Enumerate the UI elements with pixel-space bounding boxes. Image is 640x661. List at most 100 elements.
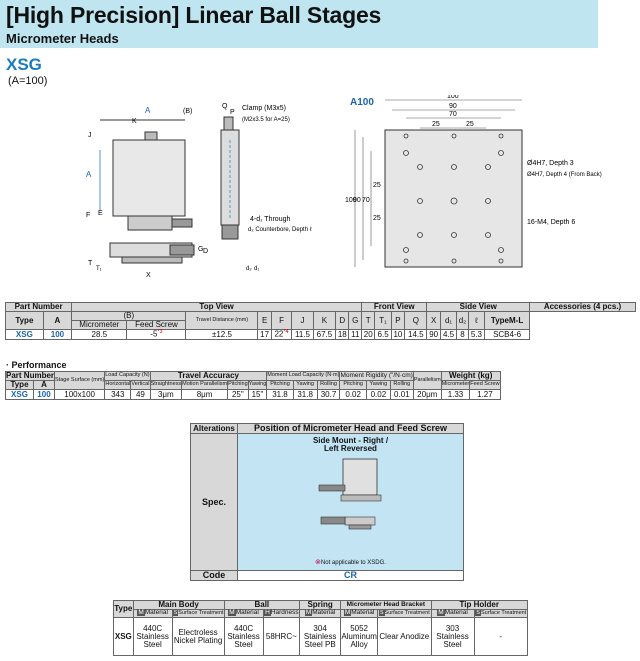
col-x: X (426, 311, 441, 330)
cell-type: XSG (5, 329, 44, 340)
mat-cell-type: XSG (113, 617, 134, 656)
col-k: K (312, 311, 337, 330)
perf-cell-pitching: 25" (227, 389, 249, 400)
col-q: Q (404, 311, 428, 330)
col-e: E (257, 311, 272, 330)
dim-label-T: T (88, 260, 93, 267)
alt-spec-label: Spec. (190, 433, 238, 571)
col-t: T (361, 311, 376, 330)
perf-cell-ml-rolling: 30.7 (316, 389, 341, 400)
material-table: Type Main Body Ball Spring Micrometer He… (113, 600, 529, 656)
note-f: *4 (283, 329, 289, 336)
perf-group-weight: Weight (kg) (440, 371, 501, 381)
col-t1: T₁ (374, 311, 392, 330)
a100-dimension-lines (354, 99, 522, 267)
cell-micrometer: 28.5 (71, 329, 128, 340)
mat-sub-body-material: MMaterial (132, 609, 173, 618)
perf-col-feed-screw: Feed Screw (469, 380, 501, 390)
dim-label-J: J (88, 132, 92, 139)
mat-group-tip-holder: Tip Holder (430, 600, 529, 610)
dim-25-top-left: 25 (432, 121, 440, 128)
dim-label-D: D (203, 248, 208, 255)
perf-group-travel-accuracy: Travel Accuracy (149, 371, 268, 381)
cell-travel: ±12.5 (185, 329, 259, 340)
perf-cell-yawing: 15" (247, 389, 268, 400)
top-view-drawing (99, 119, 193, 231)
alt-option-1: Side Mount - Right / (312, 436, 389, 445)
cell-a: 100 (42, 329, 73, 340)
cell-p: 10 (390, 329, 406, 340)
mat-sub-bracket-material: MMaterial (340, 609, 379, 618)
cell-f: 22*4 (270, 329, 293, 340)
cell-d1: 4.5 (439, 329, 458, 340)
perf-cell-horizontal: 343 (104, 389, 132, 400)
dim-label-X: X (146, 272, 151, 279)
perf-group-load-capacity: Load Capacity (N) (104, 371, 151, 381)
spec-table: Part Number Top View Front View Side Vie… (4, 302, 636, 340)
mat-cell-bracket-material: 5052 Aluminum Alloy (340, 617, 379, 656)
dim-25-top-right: 25 (466, 121, 474, 128)
cell-feed-screw: -5*3 (126, 329, 187, 340)
col-feed-screw: Feed Screw (126, 320, 187, 330)
cell-e: 17 (257, 329, 272, 340)
group-top-view: Top View (71, 302, 363, 312)
perf-col-mr-rolling: Rolling (389, 380, 414, 390)
dim-label-P: P (230, 109, 235, 116)
dim-25-side-1: 25 (373, 182, 381, 189)
mat-group-bracket: Micrometer Head Bracket (340, 600, 432, 610)
side-view-drawing (220, 116, 240, 240)
perf-col-yawing: Yawing (247, 380, 268, 390)
s-badge-icon: S (378, 609, 385, 616)
dim-label-A-side: A (86, 170, 92, 179)
dim-25-side-2: 25 (373, 215, 381, 222)
note-feed: *3 (157, 329, 163, 336)
cell-l: 5.3 (467, 329, 486, 340)
dim-label-Q: Q (222, 103, 228, 110)
perf-cell-type: XSG (5, 389, 34, 400)
group-accessories: Accessories (4 pcs.) (529, 302, 636, 312)
clamp-note-2: (M2x3.5 for A=25) (242, 117, 290, 123)
dim-label-F: F (86, 212, 90, 219)
perf-cell-ml-pitching: 31.8 (266, 389, 294, 400)
col-j: J (291, 311, 314, 330)
cell-j: 11.5 (291, 329, 314, 340)
perf-cell-motion-parallelism: 8μm (181, 389, 229, 400)
hole-note-1: Ø4H7, Depth 3 (527, 160, 574, 167)
perf-col-type: Type (5, 380, 34, 390)
mat-sub-bracket-surface: SSurface Treatment (377, 609, 432, 618)
m-badge-icon: M (437, 609, 445, 617)
alt-stage-drawing (318, 458, 381, 530)
perf-cell-mr-pitching: 0.02 (339, 389, 367, 400)
mat-col-type: Type (113, 600, 134, 618)
through-note-1: 4-d₁ Through (250, 216, 290, 223)
perf-col-mr-yawing: Yawing (365, 380, 391, 390)
dim-label-G: G (198, 246, 203, 253)
mat-sub-ball-material: MMaterial (223, 609, 264, 618)
mat-cell-bracket-surface: Clear Anodize (377, 617, 432, 656)
perf-cell-stage-surface: 100x100 (54, 389, 106, 400)
alt-label: Alterations (190, 423, 238, 434)
cell-d2: 8 (456, 329, 469, 340)
dim-70-side: 70 (362, 197, 370, 204)
cell-t: 20 (361, 329, 376, 340)
perf-col-ml-yawing: Yawing (292, 380, 318, 390)
dim-label-d2: d₂ (246, 266, 252, 272)
perf-cell-vertical: 49 (130, 389, 151, 400)
a100-holes (403, 133, 504, 264)
m-badge-icon: M (343, 609, 352, 617)
clamp-note-1: Clamp (M3x5) (242, 105, 286, 112)
dim-90-top: 90 (449, 103, 457, 110)
mat-sub-spring-material: MMaterial (299, 609, 342, 618)
a100-title: A100 (350, 97, 374, 108)
perf-cell-a: 100 (32, 389, 56, 400)
col-d: D (335, 311, 350, 330)
cell-q: 14.5 (404, 329, 428, 340)
col-travel: Travel Distance (mm) (185, 311, 259, 330)
alt-note: ⊗Not applicable to XSDG. (315, 559, 386, 566)
mat-group-ball: Ball (223, 600, 301, 610)
perf-cell-mr-yawing: 0.02 (365, 389, 391, 400)
col-l: ℓ (467, 311, 486, 330)
m-badge-icon: M (228, 609, 236, 617)
col-type: Type (5, 311, 44, 330)
h-badge-icon: H (264, 609, 271, 617)
